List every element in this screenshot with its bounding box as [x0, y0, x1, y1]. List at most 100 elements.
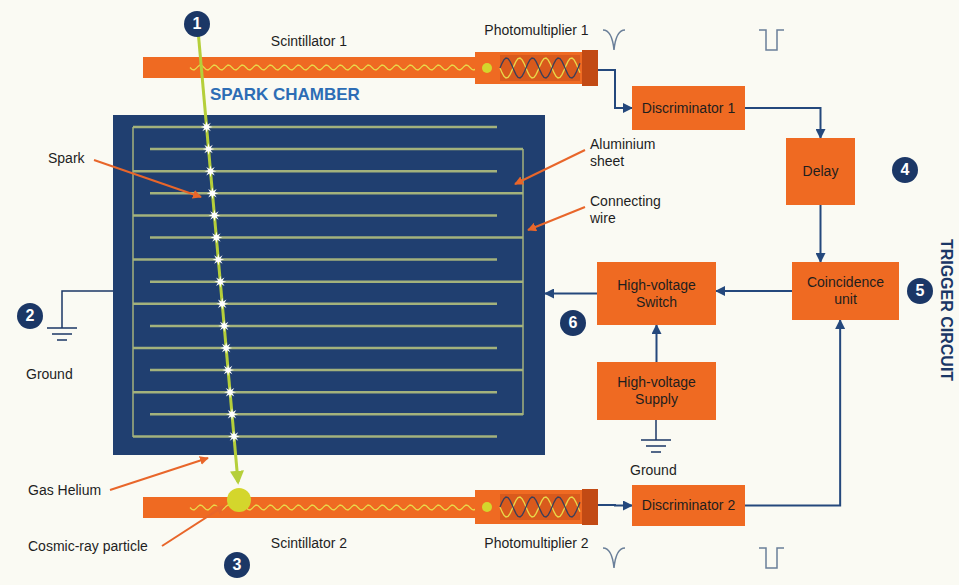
dynode-section: [500, 494, 580, 520]
photomultiplier-tube: [475, 490, 598, 524]
pulse-symbol: [759, 30, 784, 50]
ground-symbol: [47, 328, 77, 340]
callout-number: 4: [892, 157, 918, 183]
signal-arrow: [716, 290, 792, 292]
part-label: Spark: [48, 150, 85, 167]
aluminium-sheet: [133, 391, 497, 394]
dynode-section: [500, 55, 580, 81]
signal-arrow: [598, 504, 632, 507]
electron-path: [500, 58, 580, 78]
electron-path: [500, 497, 580, 517]
supply-box: High-voltage Supply: [597, 362, 716, 420]
tube-cap: [582, 489, 598, 525]
pulse-symbol: [603, 548, 625, 568]
coincidence-box: Coincidence unit: [792, 262, 899, 320]
scintillator: Scintillator 2: [143, 497, 475, 552]
switch-box: High-voltage Switch: [597, 262, 716, 325]
cosmic-ray-particle: [227, 488, 251, 512]
ground-label: Ground: [630, 462, 677, 479]
node-text: High-voltage Switch: [603, 277, 710, 311]
spark-star: [216, 298, 228, 310]
aluminium-sheet: [133, 258, 497, 261]
spark-star: [201, 121, 213, 133]
signal-arrow: [656, 325, 658, 362]
aluminium-sheet: [150, 236, 523, 239]
spark-star: [228, 430, 240, 442]
part-label: Cosmic-ray particle: [28, 538, 148, 555]
node-text: Discriminator 1: [642, 100, 735, 117]
part-label: Gas Helium: [28, 482, 101, 499]
photon-dot: [482, 63, 492, 73]
node-text: Scintillator 2: [271, 535, 347, 552]
callout-number: 1: [184, 11, 210, 37]
ground-label: Ground: [26, 366, 73, 383]
node-text: Scintillator 1: [271, 33, 347, 50]
pulse-symbol: [603, 30, 625, 50]
ground-wire: [655, 420, 657, 440]
signal-arrow: [745, 320, 840, 506]
aluminium-sheet: [150, 369, 523, 372]
node-text: Delay: [803, 163, 839, 180]
signal-arrow: [745, 108, 821, 138]
spark-star: [208, 209, 220, 221]
node-text: SPARK CHAMBER: [210, 85, 360, 104]
spark-chamber: SPARK CHAMBER: [113, 86, 545, 455]
electron-path: [500, 58, 580, 78]
aluminium-sheet: [133, 347, 497, 350]
aluminium-sheet: [133, 214, 497, 217]
aluminium-sheet: [150, 413, 523, 416]
signal-arrow: [820, 205, 822, 262]
spark-star: [206, 187, 218, 199]
photon-dot: [482, 502, 492, 512]
leader-line: [528, 207, 585, 230]
spark-star: [212, 254, 224, 266]
spark-star: [226, 408, 238, 420]
ground-symbol: [641, 440, 671, 452]
callout-number: 3: [224, 552, 250, 578]
photomultiplier: Photomultiplier 2: [475, 490, 598, 552]
leader-line: [110, 458, 208, 490]
aluminium-sheet: [150, 325, 523, 328]
signal-arrow: [545, 293, 597, 295]
spark-star: [204, 165, 216, 177]
part-label: Aluminium sheet: [590, 136, 672, 170]
node-text: Coincidence unit: [798, 274, 893, 308]
signal-arrow: [598, 70, 632, 108]
spark-star: [210, 232, 222, 244]
leader-line: [162, 506, 224, 546]
node-text: Photomultiplier 2: [484, 535, 588, 552]
discriminator-box: Discriminator 1: [632, 86, 745, 130]
section-title: TRIGGER CIRCUIT: [937, 239, 955, 381]
photomultiplier: Photomultiplier 1: [475, 22, 598, 86]
leader-line: [94, 160, 201, 197]
aluminium-sheet: [150, 192, 523, 195]
electron-path: [500, 497, 580, 517]
spark-star: [218, 320, 230, 332]
spark-star: [203, 143, 215, 155]
aluminium-sheet: [133, 303, 497, 306]
spark-star: [214, 276, 226, 288]
aluminium-sheet: [133, 170, 497, 173]
chamber-body: [113, 115, 545, 455]
node-text: Discriminator 2: [642, 497, 735, 514]
aluminium-sheets: [133, 127, 523, 436]
ground-wire: [62, 291, 113, 328]
node-text: Photomultiplier 1: [484, 22, 588, 39]
sparks: [201, 121, 240, 442]
spark-star: [220, 342, 232, 354]
photomultiplier-windings: [500, 58, 580, 517]
tube-cap: [582, 50, 598, 86]
pulse-symbol: [759, 548, 784, 568]
part-label: Connecting wire: [590, 193, 672, 227]
scintillator: Scintillator 1: [143, 33, 475, 78]
aluminium-sheet: [133, 126, 497, 129]
delay-box: Delay: [786, 138, 855, 205]
callout-number: 5: [907, 278, 933, 304]
light-wave: [190, 65, 478, 70]
aluminium-sheet: [150, 280, 523, 283]
callout-number: 2: [17, 303, 43, 329]
spark-star: [222, 364, 234, 376]
discriminator-box: Discriminator 2: [632, 485, 745, 526]
callout-number: 6: [560, 310, 586, 336]
spark-star: [224, 386, 236, 398]
